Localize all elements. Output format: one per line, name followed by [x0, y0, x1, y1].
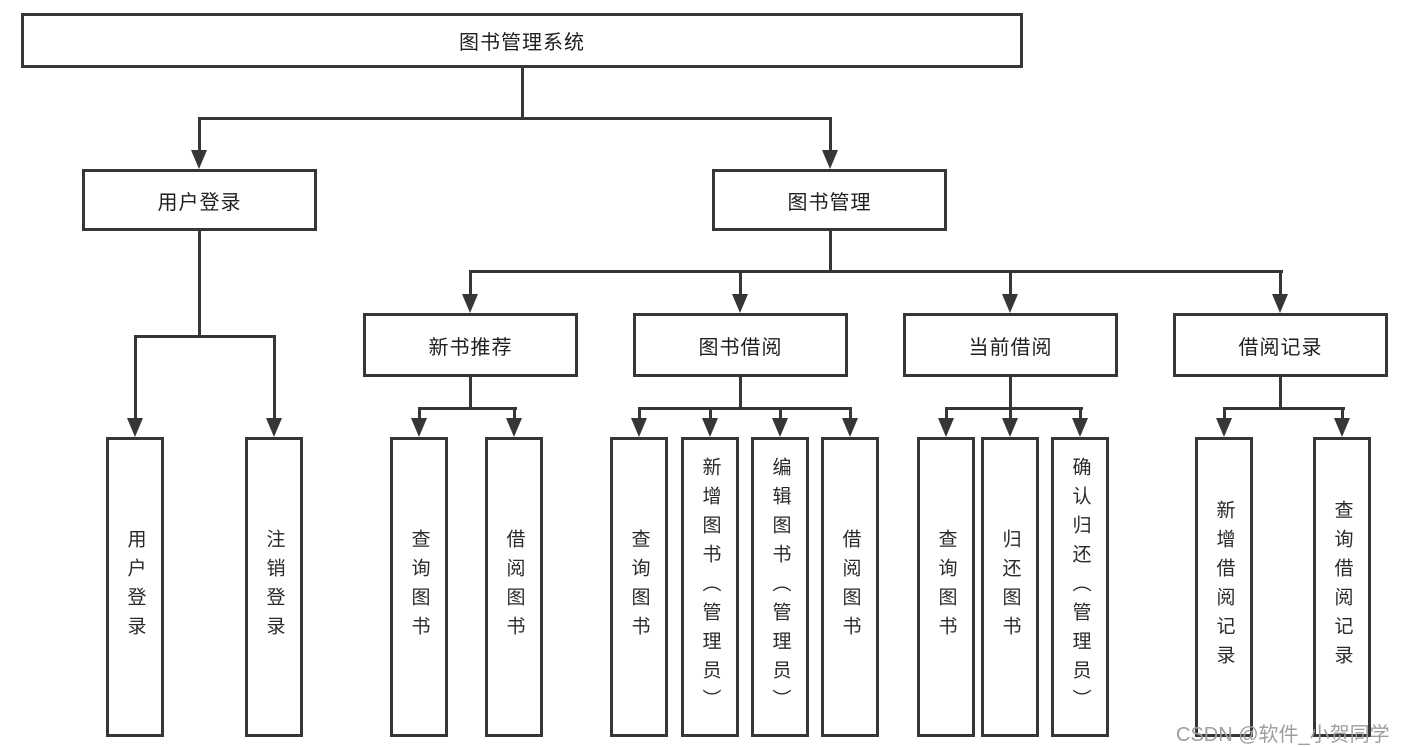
leaf-borrow-books-recommend: 借阅图书 — [485, 437, 543, 737]
node-label: 图书管理 — [787, 191, 872, 214]
node-label: 当前借阅 — [968, 336, 1053, 359]
arrow-down-icon — [417, 407, 421, 418]
arrow-down-icon — [133, 335, 137, 418]
leaf-label: 查询图书 — [935, 529, 957, 645]
node-book-management: 图书管理 — [712, 169, 947, 231]
arrow-down-icon — [1078, 407, 1082, 418]
connector-line — [637, 407, 852, 410]
leaf-query-borrow-record: 查询借阅记录 — [1313, 437, 1371, 737]
connector-line — [417, 407, 517, 410]
node-current-borrow: 当前借阅 — [903, 313, 1118, 377]
arrow-down-icon — [272, 335, 276, 418]
leaf-query-books-borrow: 查询图书 — [610, 437, 668, 737]
connector-line — [520, 68, 524, 117]
leaf-label: 查询图书 — [408, 529, 430, 645]
node-label: 借阅记录 — [1238, 336, 1323, 359]
arrow-down-icon — [1340, 407, 1344, 418]
leaf-add-borrow-record: 新增借阅记录 — [1195, 437, 1253, 737]
leaf-query-books-current: 查询图书 — [917, 437, 975, 737]
leaf-label: 借阅图书 — [839, 529, 861, 645]
node-label: 新书推荐 — [428, 336, 513, 359]
connector-line — [828, 231, 832, 270]
node-label: 图书借阅 — [698, 336, 783, 359]
leaf-logout: 注销登录 — [245, 437, 303, 737]
arrow-down-icon — [1008, 407, 1012, 418]
leaf-label: 注销登录 — [263, 529, 285, 645]
connector-line — [133, 335, 276, 338]
leaf-confirm-return-admin: 确认归还（管理员） — [1051, 437, 1109, 737]
connector-line — [468, 377, 472, 407]
arrow-down-icon — [1278, 270, 1282, 294]
connector-line — [468, 270, 1283, 273]
node-borrow-records: 借阅记录 — [1173, 313, 1388, 377]
node-label: 图书管理系统 — [459, 32, 585, 54]
connector-line — [738, 377, 742, 407]
arrow-down-icon — [637, 407, 641, 418]
leaf-add-book-admin: 新增图书（管理员） — [681, 437, 739, 737]
leaf-query-books-recommend: 查询图书 — [390, 437, 448, 737]
leaf-label: 借阅图书 — [503, 529, 525, 645]
arrow-down-icon — [197, 117, 201, 150]
arrow-down-icon — [512, 407, 516, 418]
connector-line — [1222, 407, 1345, 410]
leaf-label: 编辑图书（管理员） — [769, 456, 791, 718]
node-user-login: 用户登录 — [82, 169, 317, 231]
leaf-label: 新增借阅记录 — [1213, 500, 1235, 674]
leaf-label: 用户登录 — [124, 529, 146, 645]
connector-line — [1008, 377, 1012, 407]
arrow-down-icon — [778, 407, 782, 418]
leaf-label: 归还图书 — [999, 529, 1021, 645]
connector-line — [1278, 377, 1282, 407]
connector-line — [197, 231, 201, 335]
leaf-label: 确认归还（管理员） — [1069, 456, 1091, 718]
arrow-down-icon — [944, 407, 948, 418]
leaf-borrow-book: 借阅图书 — [821, 437, 879, 737]
connector-line — [944, 407, 1083, 410]
arrow-down-icon — [1008, 270, 1012, 294]
arrow-down-icon — [828, 117, 832, 150]
leaf-return-book: 归还图书 — [981, 437, 1039, 737]
leaf-label: 查询借阅记录 — [1331, 500, 1353, 674]
arrow-down-icon — [848, 407, 852, 418]
node-root-library-system: 图书管理系统 — [21, 13, 1023, 68]
arrow-down-icon — [708, 407, 712, 418]
leaf-label: 新增图书（管理员） — [699, 456, 721, 718]
leaf-user-login: 用户登录 — [106, 437, 164, 737]
node-new-book-recommend: 新书推荐 — [363, 313, 578, 377]
node-label: 用户登录 — [157, 191, 242, 214]
connector-line — [197, 117, 832, 120]
arrow-down-icon — [468, 270, 472, 294]
node-book-borrow: 图书借阅 — [633, 313, 848, 377]
csdn-watermark: CSDN @软件_小贺同学 — [1176, 724, 1390, 746]
arrow-down-icon — [1222, 407, 1226, 418]
arrow-down-icon — [738, 270, 742, 294]
leaf-label: 查询图书 — [628, 529, 650, 645]
leaf-edit-book-admin: 编辑图书（管理员） — [751, 437, 809, 737]
